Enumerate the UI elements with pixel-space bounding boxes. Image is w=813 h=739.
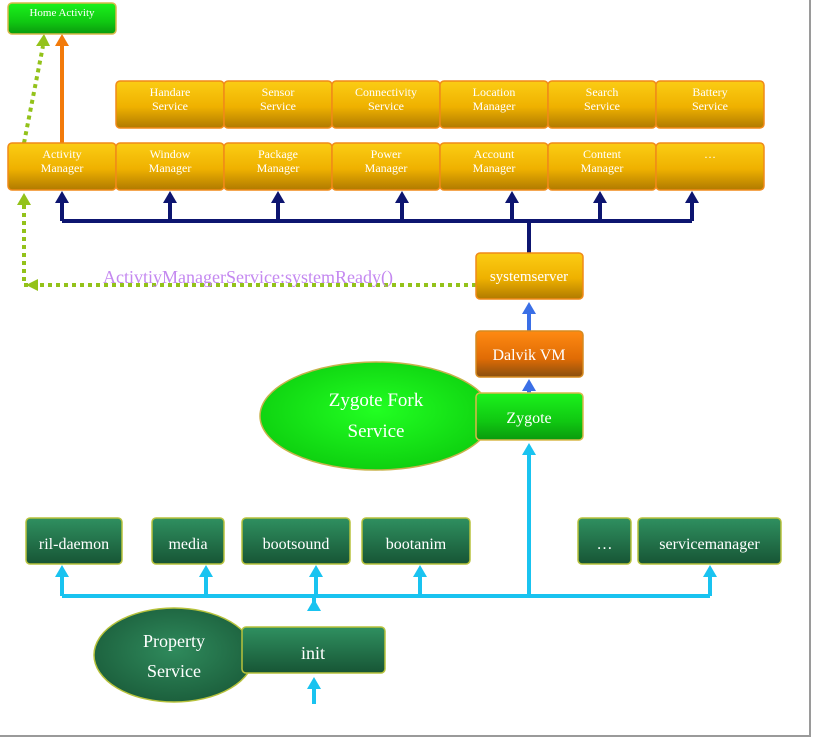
zygote-fork-line1: Zygote Fork (329, 390, 424, 411)
cyan-arrow-heads (55, 443, 717, 689)
media-label: media (168, 536, 207, 553)
account-manager-label-2: Manager (473, 161, 516, 175)
dotted-arrow-to-home (22, 45, 45, 144)
location-manager-label-1: Location (473, 85, 516, 99)
handare-service-label-1: Handare (150, 85, 191, 99)
connectivity-service-label-2: Service (368, 99, 404, 113)
connectivity-service-label-1: Connectivity (355, 85, 417, 99)
activity-manager-label-1: Activity (42, 147, 81, 161)
bootanim-box: bootanim (361, 517, 471, 565)
zygote-fork-line2: Service (348, 421, 405, 442)
battery-service-label-1: Battery (692, 85, 727, 99)
handare-service-label-2: Service (152, 99, 188, 113)
navy-bus (60, 202, 694, 253)
system-ready-call-label: ActivtiyManagerService:systemReady() (103, 267, 393, 288)
dalvik-vm-box: Dalvik VM (475, 330, 584, 378)
zygote-fork-service-ellipse: Zygote Fork Service (259, 361, 493, 471)
blue-arrow-head-2 (522, 379, 536, 391)
power-manager-label-1: Power (371, 147, 402, 161)
media-box: media (151, 517, 225, 565)
servicemanager-box: servicemanager (637, 517, 782, 565)
package-manager-label-1: Package (258, 147, 298, 161)
property-service-line2: Service (147, 661, 201, 681)
more-label-1: … (704, 147, 716, 161)
ril-daemon-label: ril-daemon (39, 536, 109, 553)
sensor-service-label-1: Sensor (262, 85, 295, 99)
zygote-label: Zygote (506, 410, 551, 427)
account-manager-label-1: Account (474, 147, 515, 161)
init-label: init (301, 643, 325, 663)
systemserver-label: systemserver (490, 269, 568, 285)
content-manager-label-1: Content (583, 147, 622, 161)
power-manager-label-2: Manager (365, 161, 408, 175)
package-manager-label-2: Manager (257, 161, 300, 175)
bootanim-label: bootanim (386, 536, 447, 553)
systemserver-box: systemserver (475, 252, 584, 300)
dotted-arrow-head-left (26, 279, 38, 291)
window-manager-label-2: Manager (149, 161, 192, 175)
ril-daemon-box: ril-daemon (25, 517, 123, 565)
property-service-ellipse: Property Service (93, 607, 255, 703)
content-manager-label-2: Manager (581, 161, 624, 175)
bootsound-label: bootsound (263, 536, 330, 553)
ellipsis-box: … (577, 517, 632, 565)
init-box: init (241, 626, 386, 674)
location-manager-label-2: Manager (473, 99, 516, 113)
bootsound-box: bootsound (241, 517, 351, 565)
cyan-bus (60, 454, 712, 704)
orange-arrow-head (55, 34, 69, 46)
ellipsis-label: … (597, 536, 613, 553)
battery-service-label-2: Service (692, 99, 728, 113)
dotted-system-ready-line (22, 204, 476, 287)
zygote-box: Zygote (475, 392, 584, 441)
search-service-label-2: Service (584, 99, 620, 113)
more-box: … (655, 142, 765, 191)
sensor-service-label-2: Service (260, 99, 296, 113)
window-manager-label-1: Window (150, 147, 191, 161)
home-activity-box: Home Activity (7, 2, 117, 35)
property-service-line1: Property (143, 631, 205, 651)
activity-manager-label-2: Manager (41, 161, 84, 175)
home-activity-label: Home Activity (29, 7, 95, 19)
navy-arrow-heads (55, 191, 699, 203)
dalvik-vm-label: Dalvik VM (492, 347, 565, 364)
search-service-label-1: Search (586, 85, 619, 99)
dotted-arrow-head-home (36, 34, 50, 46)
servicemanager-label: servicemanager (659, 536, 760, 553)
blue-arrow-head-1 (522, 302, 536, 314)
dotted-arrow-head-up (17, 193, 31, 205)
